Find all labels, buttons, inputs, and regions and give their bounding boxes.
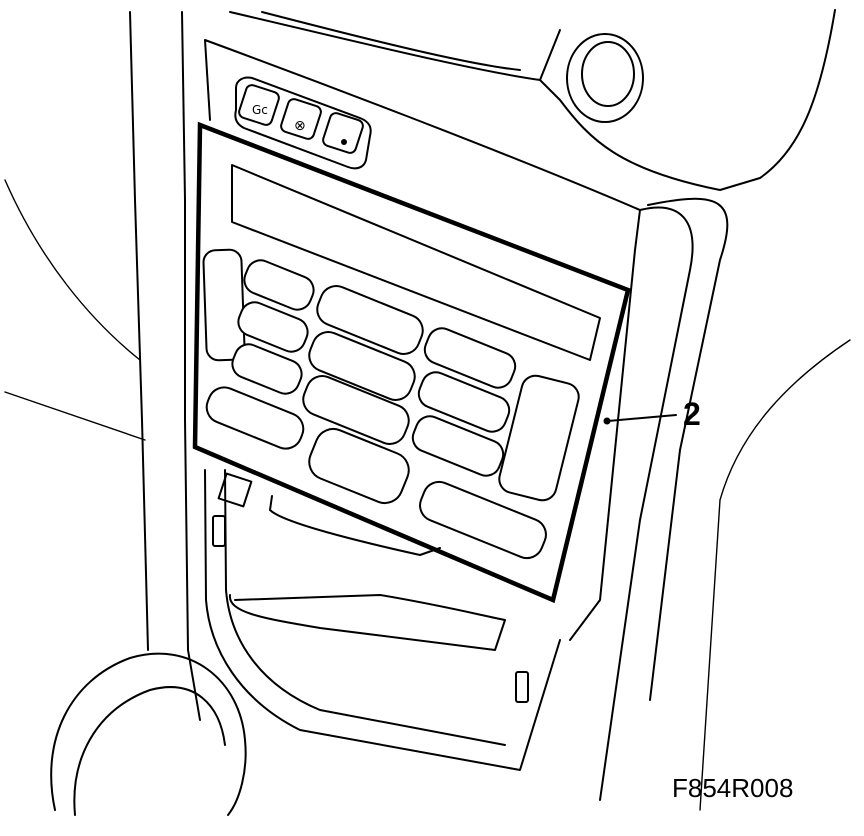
callout-leader-dot <box>603 417 611 425</box>
right-tall-button[interactable] <box>496 373 581 503</box>
button-grid <box>202 256 520 509</box>
grid-button-2[interactable] <box>234 298 312 356</box>
figure-code: F854R008 <box>672 773 794 803</box>
gear-knob <box>50 652 247 816</box>
tape-slot-lower <box>228 594 506 651</box>
right-seat-curve <box>699 339 851 811</box>
center-panel-outline <box>204 39 641 641</box>
lighter-knob-inner <box>581 41 635 107</box>
callout-leader-line <box>607 414 677 422</box>
head-unit-outline <box>192 121 631 604</box>
grid-button-7[interactable] <box>415 368 514 436</box>
top-frame-curve <box>229 9 836 191</box>
console-left-edge-inner <box>181 11 201 721</box>
lighter-knob-outer <box>566 33 644 123</box>
switch-right-dot <box>341 139 347 145</box>
small-slot-right <box>515 671 529 703</box>
switch-middle-glyph: ⊗ <box>294 118 306 134</box>
lower-panel-inner <box>224 469 506 746</box>
air-vent-edge <box>539 29 561 81</box>
grid-button-9[interactable] <box>298 371 413 449</box>
small-latch <box>217 472 253 508</box>
grid-button-5[interactable] <box>304 327 419 405</box>
switch-left[interactable] <box>238 84 281 127</box>
lower-panel <box>204 469 561 771</box>
callout-label: 2 <box>683 396 701 432</box>
gear-knob-inner <box>73 686 226 816</box>
left-trim-curve <box>4 179 141 361</box>
right-panel-edge <box>599 206 694 801</box>
right-panel-edge-inner <box>647 197 729 701</box>
grid-button-4[interactable] <box>312 281 427 359</box>
grid-button-11[interactable] <box>304 424 414 509</box>
grid-button-1[interactable] <box>240 256 318 314</box>
grid-button-8[interactable] <box>409 412 508 480</box>
switch-middle[interactable] <box>280 98 323 141</box>
grid-button-3[interactable] <box>228 340 306 398</box>
left-trim-line <box>4 391 146 441</box>
grid-button-10[interactable] <box>202 383 308 454</box>
console-left-edge-outer <box>129 11 149 651</box>
top-frame-inner <box>261 11 521 71</box>
switch-right[interactable] <box>322 112 365 155</box>
grid-button-6[interactable] <box>421 324 520 392</box>
tape-slot-upper <box>269 495 441 556</box>
left-tall-button[interactable] <box>202 248 246 362</box>
bottom-wide-button[interactable] <box>415 477 551 563</box>
display-strip <box>231 164 601 361</box>
switch-left-glyph: Gc <box>252 103 268 117</box>
small-slot-left <box>212 515 226 547</box>
